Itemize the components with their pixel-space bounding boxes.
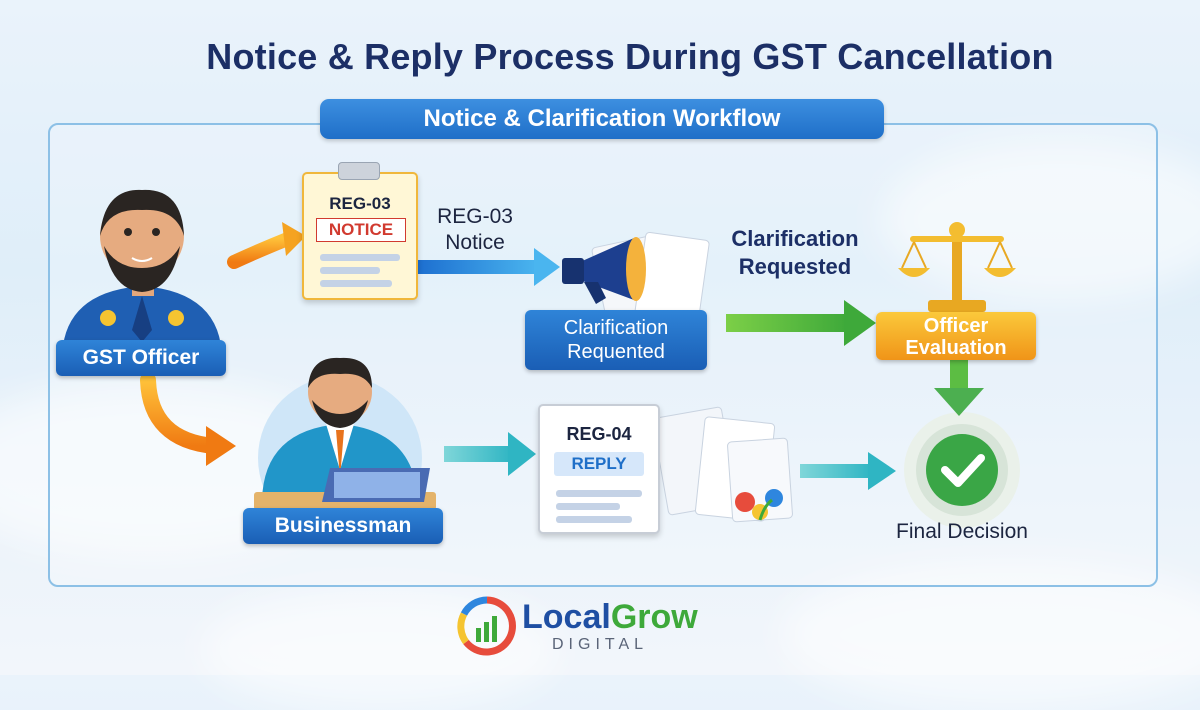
text-line bbox=[556, 516, 632, 523]
evaluation-line2: Evaluation bbox=[905, 337, 1007, 359]
clarification-caption: Clarification Requested bbox=[700, 225, 890, 281]
logo-name-part1: Local bbox=[522, 598, 611, 636]
scales-illustration bbox=[898, 222, 1016, 318]
businessman-label: Businessman bbox=[243, 508, 443, 544]
workflow-illustrations bbox=[62, 189, 1020, 540]
notice-caption: REG-03 Notice bbox=[420, 204, 530, 256]
gst-officer-illustration bbox=[62, 189, 222, 360]
arrow-officer-to-notice bbox=[227, 222, 306, 269]
arrow-notice-to-clarification bbox=[418, 248, 560, 286]
logo-pin-icon bbox=[457, 596, 516, 656]
reg-04-reply-document: REG-04 REPLY bbox=[538, 404, 660, 534]
clarification-box-line1: Clarification bbox=[563, 317, 669, 339]
logo-name-part2: Grow bbox=[610, 598, 698, 636]
notice-caption-line2: Notice bbox=[445, 231, 505, 254]
clarification-box-line2: Requented bbox=[567, 341, 665, 363]
notice-stamp: NOTICE bbox=[316, 218, 406, 242]
background-cloud bbox=[880, 140, 1200, 300]
evaluation-line1: Officer bbox=[923, 315, 989, 337]
arrow-clarification-to-evaluation bbox=[726, 300, 876, 346]
text-line bbox=[556, 490, 642, 497]
text-line bbox=[320, 280, 392, 287]
logo-wordmark: LocalGrow bbox=[522, 598, 698, 636]
notice-doc-code: REG-03 bbox=[329, 194, 391, 213]
workflow-subtitle: Notice & Clarification Workflow bbox=[320, 99, 884, 139]
text-line bbox=[320, 254, 400, 261]
clipboard-clip-icon bbox=[338, 162, 380, 180]
check-icon bbox=[904, 412, 1020, 528]
arrow-officer-to-businessman bbox=[140, 372, 236, 466]
arrow-evaluation-to-decision bbox=[934, 360, 984, 416]
clarification-caption-line1: Clarification bbox=[731, 226, 859, 251]
text-line bbox=[556, 503, 620, 510]
reply-doc-code: REG-04 bbox=[566, 424, 632, 444]
final-decision-label: Final Decision bbox=[896, 520, 1028, 543]
localgrow-logo: LocalGrow DIGITAL bbox=[456, 594, 756, 664]
businessman-illustration bbox=[254, 357, 436, 540]
officer-evaluation-box: Officer Evaluation bbox=[876, 312, 1036, 360]
reg-03-notice-document: REG-03 NOTICE bbox=[302, 162, 418, 300]
text-line bbox=[320, 267, 380, 274]
clarification-caption-line2: Requested bbox=[738, 254, 852, 279]
reply-stamp: REPLY bbox=[554, 452, 644, 476]
notice-caption-line1: REG-03 bbox=[437, 205, 513, 228]
clarification-requested-box: Clarification Requented bbox=[525, 310, 707, 370]
paper-stack-illustration bbox=[652, 406, 793, 523]
arrow-reply-to-decision bbox=[800, 452, 896, 490]
logo-tagline: DIGITAL bbox=[552, 636, 649, 653]
page-title: Notice & Reply Process During GST Cancel… bbox=[206, 36, 1054, 77]
arrow-businessman-to-reply bbox=[444, 432, 536, 476]
gst-officer-label: GST Officer bbox=[56, 340, 226, 376]
